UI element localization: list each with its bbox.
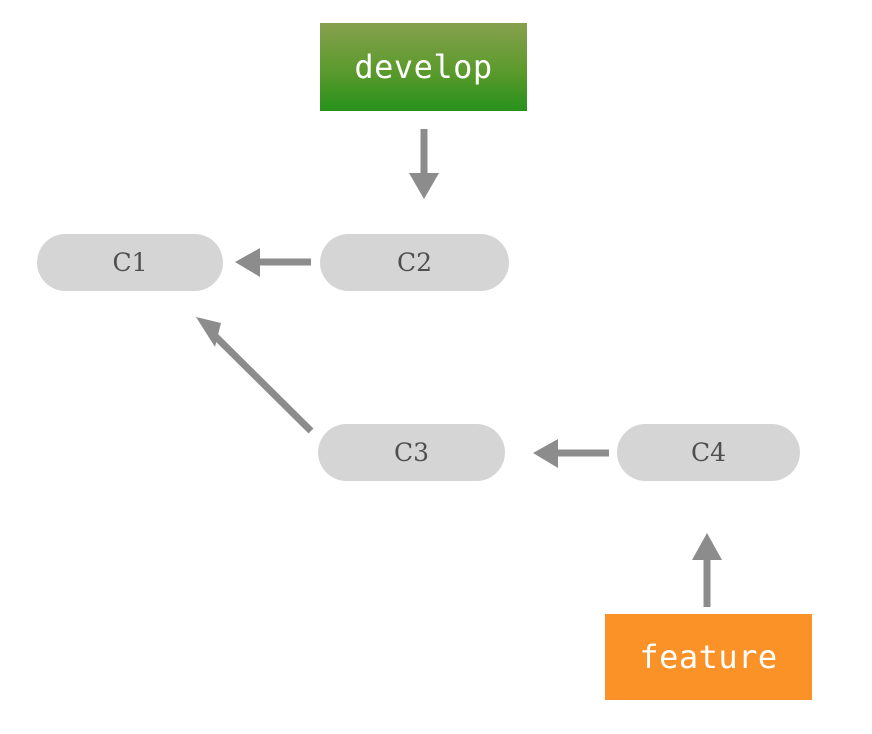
arrow-c3-to-c1	[196, 317, 314, 434]
commit-node-c3[interactable]: C3	[318, 424, 505, 481]
commit-node-c4-label: C4	[690, 438, 727, 467]
commit-node-c1[interactable]: C1	[37, 234, 223, 291]
commit-node-c1-label: C1	[112, 248, 148, 277]
arrow-c2-to-c1	[235, 248, 311, 277]
branch-label-develop[interactable]: develop	[320, 23, 527, 111]
arrow-feature-to-c4	[692, 533, 722, 607]
branch-label-feature[interactable]: feature	[605, 614, 812, 700]
branch-label-develop-text: develop	[354, 48, 493, 86]
commit-node-c3-label: C3	[393, 438, 430, 467]
commit-node-c4[interactable]: C4	[617, 424, 800, 481]
commit-node-c2[interactable]: C2	[320, 234, 509, 291]
commit-node-c2-label: C2	[396, 248, 433, 277]
branch-label-feature-text: feature	[639, 638, 778, 676]
arrow-develop-to-c2	[409, 129, 439, 199]
arrow-c4-to-c3	[533, 439, 609, 468]
